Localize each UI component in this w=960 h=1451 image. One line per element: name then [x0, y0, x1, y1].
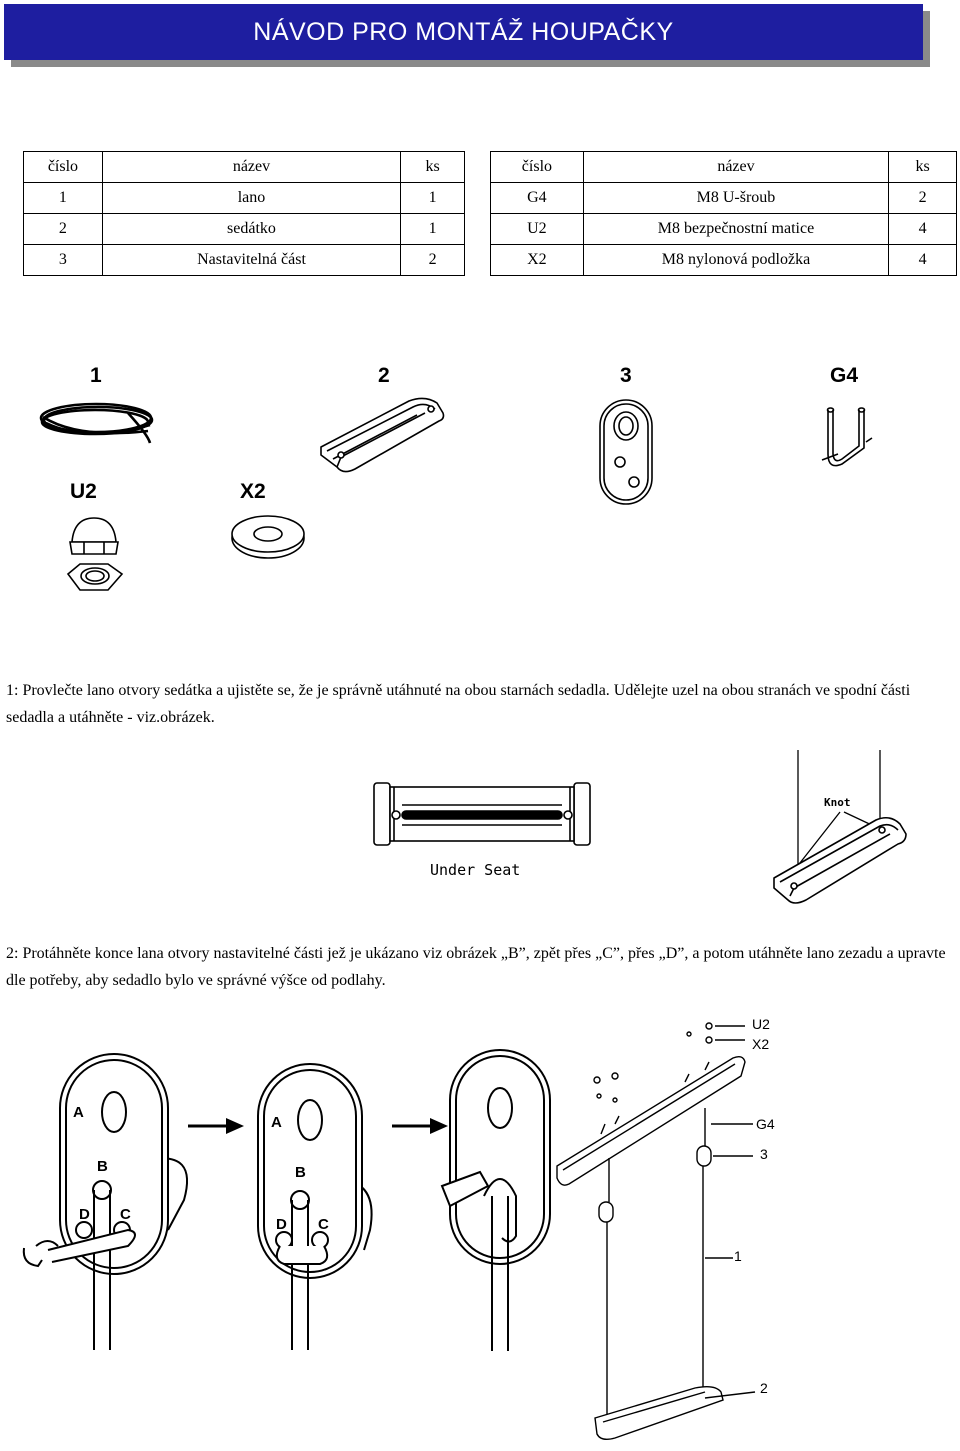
parts-table-left: číslo název ks 1 lano 1 2 sedátko 1 3 Na… — [23, 151, 465, 276]
table-cell: 4 — [888, 213, 957, 245]
part-label-2: 2 — [378, 364, 390, 387]
table-cell: M8 bezpečnostní matice — [582, 213, 890, 245]
table-header: název — [582, 151, 890, 183]
part-label-x2: X2 — [240, 480, 266, 503]
table-row: X2 M8 nylonová podložka 4 — [490, 244, 957, 276]
table-cell: M8 U-šroub — [582, 182, 890, 214]
title-banner: NÁVOD PRO MONTÁŽ HOUPAČKY — [4, 4, 923, 60]
label-c: C — [318, 1216, 329, 1233]
arrow-right-icon — [188, 1118, 244, 1134]
assembly-label-g4: G4 — [756, 1116, 775, 1132]
adjuster-step-1-illustration — [22, 1053, 189, 1350]
part-label-g4: G4 — [830, 364, 859, 387]
assembly-label-3: 3 — [760, 1146, 768, 1162]
table-cell: 4 — [888, 244, 957, 276]
table-header: ks — [888, 151, 957, 183]
table-row: 1 lano 1 — [23, 182, 465, 214]
swing-assembly-illustration — [556, 1022, 756, 1441]
page-title: NÁVOD PRO MONTÁŽ HOUPAČKY — [253, 17, 674, 46]
adjuster-step-2-illustration — [257, 1063, 373, 1350]
label-c: C — [120, 1206, 131, 1223]
table-cell: G4 — [490, 182, 584, 214]
table-cell: M8 nylonová podložka — [582, 244, 890, 276]
step1-instructions: 1: Provlečte lano otvory sedátka a ujist… — [6, 682, 911, 726]
table-cell: 2 — [23, 213, 103, 245]
label-a: A — [271, 1114, 282, 1131]
label-b: B — [97, 1158, 108, 1175]
arrow-right-icon — [392, 1118, 448, 1134]
table-cell: 1 — [23, 182, 103, 214]
table-cell: 2 — [400, 244, 465, 276]
acorn-nut-illustration — [66, 517, 124, 591]
part-label-1: 1 — [90, 364, 102, 387]
table-header: číslo — [490, 151, 584, 183]
assembly-label-2: 2 — [760, 1380, 768, 1396]
assembly-label-1: 1 — [734, 1248, 742, 1264]
table-cell: sedátko — [101, 213, 402, 245]
rope-coil-illustration — [39, 402, 154, 444]
adjuster-step-3-illustration — [440, 1049, 551, 1351]
label-d: D — [79, 1206, 90, 1223]
table-cell: 1 — [400, 213, 465, 245]
parts-table-right: číslo název ks G4 M8 U-šroub 2 U2 M8 bez… — [490, 151, 957, 276]
table-header: číslo — [23, 151, 103, 183]
table-row: G4 M8 U-šroub 2 — [490, 182, 957, 214]
u-bolt-illustration — [821, 407, 873, 467]
table-row: 3 Nastavitelná část 2 — [23, 244, 465, 276]
label-b: B — [295, 1164, 306, 1181]
part-label-3: 3 — [620, 364, 632, 387]
table-header: název — [101, 151, 402, 183]
part-label-u2: U2 — [70, 480, 97, 503]
under-seat-illustration — [373, 782, 591, 846]
seat-knot-illustration — [773, 750, 907, 904]
table-cell: 3 — [23, 244, 103, 276]
knot-label: Knot — [824, 796, 851, 809]
table-cell: 1 — [400, 182, 465, 214]
table-row: 2 sedátko 1 — [23, 213, 465, 245]
under-seat-label: Under Seat — [430, 861, 521, 879]
table-header-row: číslo název ks — [23, 151, 465, 183]
step2-instructions: 2: Protáhněte konce lana otvory nastavit… — [6, 945, 946, 989]
seat-illustration — [320, 397, 445, 473]
label-d: D — [276, 1216, 287, 1233]
table-row: U2 M8 bezpečnostní matice 4 — [490, 213, 957, 245]
adjuster-plate-illustration — [599, 399, 653, 505]
table-cell: 2 — [888, 182, 957, 214]
table-header-row: číslo název ks — [490, 151, 957, 183]
assembly-label-u2: U2 — [752, 1016, 770, 1032]
table-cell: X2 — [490, 244, 584, 276]
assembly-label-x2: X2 — [752, 1036, 770, 1052]
label-a: A — [73, 1104, 84, 1121]
table-cell: lano — [101, 182, 402, 214]
table-header: ks — [400, 151, 465, 183]
table-cell: U2 — [490, 213, 584, 245]
table-cell: Nastavitelná část — [101, 244, 402, 276]
washer-illustration — [231, 515, 305, 559]
